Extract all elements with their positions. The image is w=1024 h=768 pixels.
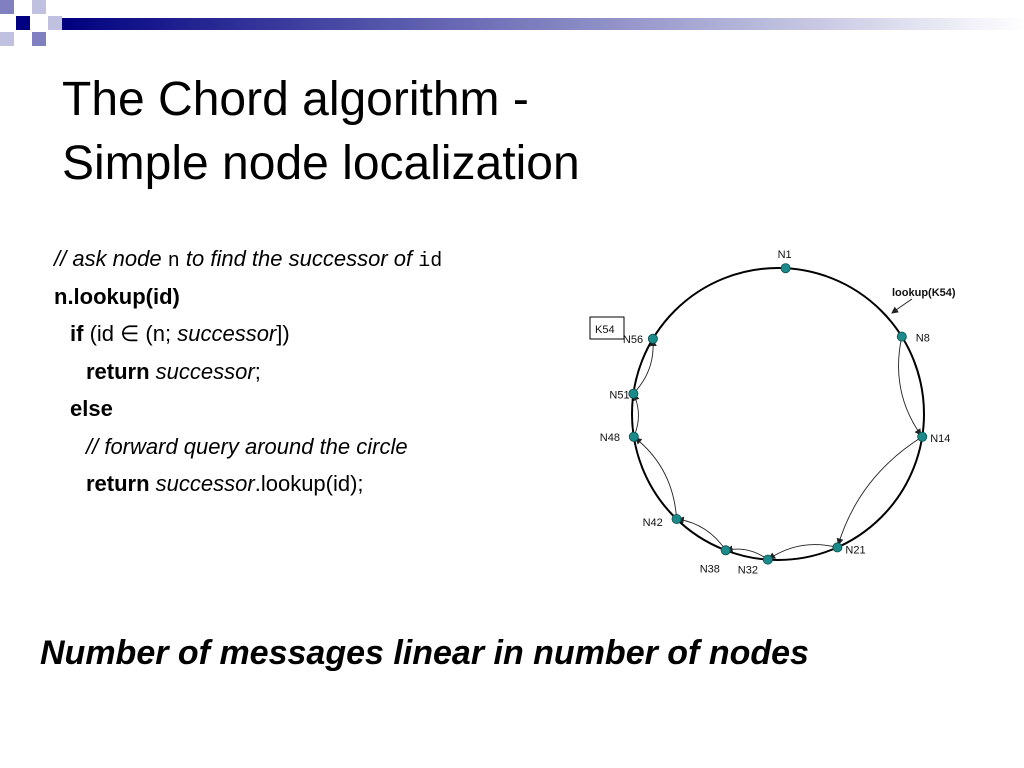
ring-node-label-n38: N38 xyxy=(700,563,720,575)
chord-ring xyxy=(631,267,925,561)
ring-node-n8 xyxy=(896,331,907,342)
ring-node-label-n14: N14 xyxy=(930,433,950,445)
lookup-hop-arrow xyxy=(633,339,657,395)
ring-node-label-n8: N8 xyxy=(916,333,930,345)
lookup-hop-arrow xyxy=(898,336,922,436)
ring-node-n42 xyxy=(671,513,682,524)
slide-header-decoration xyxy=(0,0,1024,46)
code-function-signature: n.lookup(id) xyxy=(54,283,180,309)
lookup-path-arrows xyxy=(633,336,923,560)
ring-node-n1 xyxy=(780,263,791,274)
ring-node-label-n1: N1 xyxy=(778,249,792,261)
lookup-hop-arrow xyxy=(725,545,769,560)
ring-node-n21 xyxy=(832,542,843,553)
ring-node-n48 xyxy=(628,431,639,442)
ring-node-n14 xyxy=(917,431,928,442)
title-line-2: Simple node localization xyxy=(62,137,580,190)
lookup-hop-arrow xyxy=(836,436,923,546)
decoration-square xyxy=(32,0,46,14)
decoration-square xyxy=(32,32,46,46)
lookup-callout-arrow xyxy=(891,298,913,314)
code-comment-forward: // forward query around the circle xyxy=(86,433,408,459)
lookup-hop-arrow xyxy=(634,437,678,520)
code-return-lookup: return successor.lookup(id); xyxy=(86,471,364,496)
decoration-square xyxy=(48,16,62,30)
ring-node-label-n51: N51 xyxy=(609,390,629,402)
header-gradient-bar xyxy=(62,18,1024,30)
ring-node-label-n56: N56 xyxy=(623,334,643,346)
ring-node-n56 xyxy=(647,333,658,344)
ring-node-label-n48: N48 xyxy=(600,432,620,444)
ring-node-label-n21: N21 xyxy=(845,544,865,556)
decoration-square xyxy=(0,32,14,46)
conclusion-text: Number of messages linear in number of n… xyxy=(40,634,809,672)
lookup-hop-arrow xyxy=(633,393,640,437)
element-of-symbol: ∈ xyxy=(120,321,140,346)
ring-node-n38 xyxy=(720,545,731,556)
lookup-hop-arrow xyxy=(768,544,838,560)
ring-node-label-n42: N42 xyxy=(643,517,663,529)
code-return-successor: return successor; xyxy=(86,358,261,384)
key-box-label: K54 xyxy=(595,324,615,336)
pseudocode-block: // ask node n to find the successor of i… xyxy=(54,240,442,503)
decoration-square xyxy=(16,16,30,30)
title-line-1: The Chord algorithm - xyxy=(62,73,529,126)
code-comment-ask-node: // ask node n to find the successor of i… xyxy=(54,246,443,273)
code-else-line: else xyxy=(70,396,113,421)
ring-node-n51 xyxy=(628,388,639,399)
ring-node-n32 xyxy=(762,554,773,565)
page-title: The Chord algorithm - Simple node locali… xyxy=(62,68,580,196)
decoration-square xyxy=(0,0,14,14)
ring-node-label-n32: N32 xyxy=(738,565,758,577)
lookup-hop-arrow xyxy=(676,516,727,551)
code-if-line: if (id ∈ (n; successor]) xyxy=(70,321,290,346)
key-box xyxy=(589,316,625,340)
lookup-callout-label: lookup(K54) xyxy=(892,287,956,299)
